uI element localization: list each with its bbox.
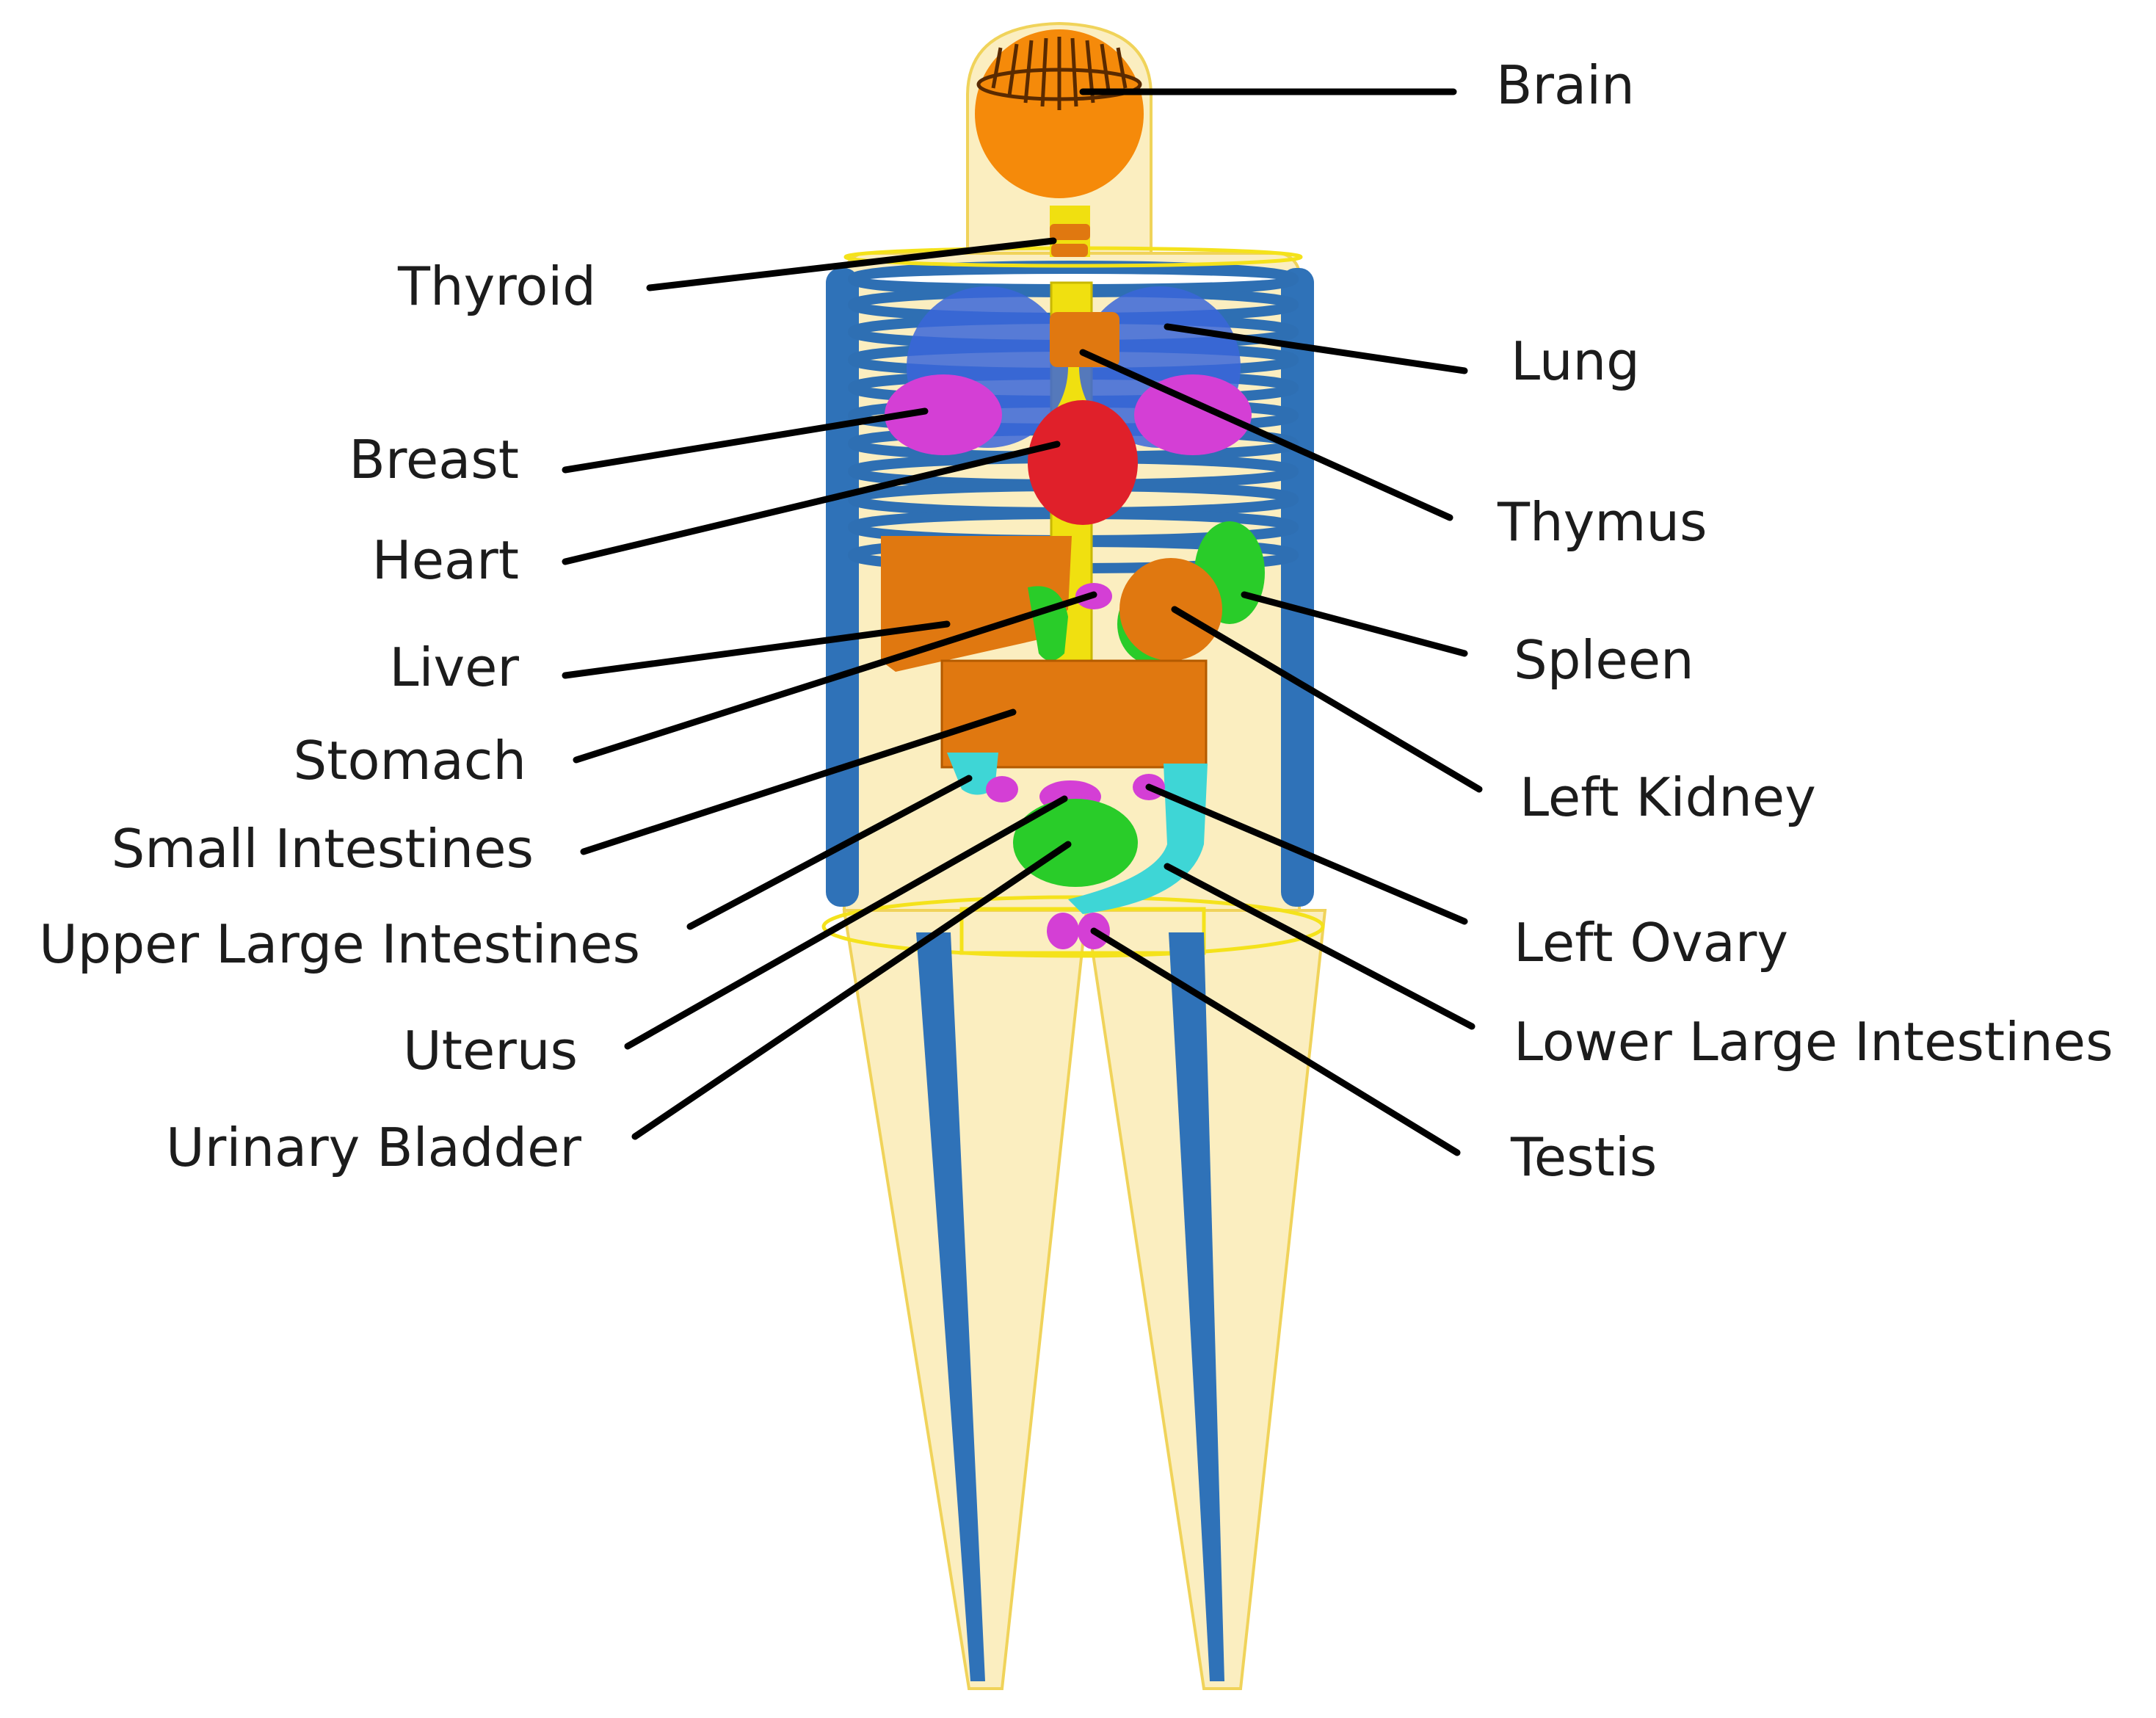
leader-uterus <box>624 795 1068 1050</box>
leader-left-ovary <box>1145 783 1468 925</box>
label-spleen: Spleen <box>1514 629 1694 691</box>
leader-small-intestines <box>580 708 1017 855</box>
label-uterus: Uterus <box>403 1020 578 1081</box>
label-urinary-bladder: Urinary Bladder <box>166 1117 581 1178</box>
leader-thymus <box>1079 349 1453 521</box>
heart-organ <box>1028 400 1138 525</box>
lower-large-intestines-organ <box>1068 764 1208 914</box>
leader-testis <box>1090 927 1461 1156</box>
leader-lung <box>1164 323 1468 374</box>
liver-organ <box>881 536 1072 672</box>
right-arm-bone <box>1281 268 1314 907</box>
leader-lines <box>562 88 1483 1156</box>
label-thyroid: Thyroid <box>398 255 596 317</box>
leader-lower-large-intestines <box>1164 863 1476 1030</box>
label-heart: Heart <box>371 529 519 591</box>
label-small-intestines: Small Intestines <box>111 818 534 880</box>
leader-upper-large-intestines <box>686 775 973 930</box>
leader-urinary-bladder <box>631 841 1072 1140</box>
thyroid-organ <box>1050 224 1090 257</box>
urinary-bladder-organ <box>1013 799 1138 887</box>
label-left-kidney: Left Kidney <box>1520 766 1816 828</box>
leader-breast <box>562 407 929 474</box>
leader-heart <box>562 441 1061 565</box>
leader-left-kidney <box>1171 606 1483 793</box>
label-stomach: Stomach <box>293 730 526 791</box>
label-brain: Brain <box>1496 54 1635 116</box>
organs <box>881 29 1265 949</box>
brain-organ <box>975 29 1144 198</box>
right-breast-organ <box>1134 374 1252 455</box>
left-kidney-organ <box>1119 558 1222 661</box>
left-breast-organ <box>885 374 1002 455</box>
label-lung: Lung <box>1511 330 1640 392</box>
testis-left-organ <box>1047 913 1079 949</box>
thymus-organ <box>1050 312 1119 367</box>
label-upper-large-intestines: Upper Large Intestines <box>39 913 640 975</box>
left-leg-bone <box>916 932 985 1681</box>
leader-liver <box>562 620 951 679</box>
label-left-ovary: Left Ovary <box>1514 912 1788 974</box>
leader-thyroid <box>646 237 1057 291</box>
label-liver: Liver <box>389 637 519 698</box>
label-thymus: Thymus <box>1498 491 1707 553</box>
right-ovary-organ <box>986 776 1018 802</box>
label-testis: Testis <box>1511 1126 1658 1188</box>
leader-stomach <box>573 591 1097 764</box>
small-intestines-organ <box>940 659 1208 769</box>
label-breast: Breast <box>349 429 519 490</box>
label-lower-large-intestines: Lower Large Intestines <box>1514 1011 2113 1073</box>
right-leg-bone <box>1169 932 1224 1681</box>
leader-spleen <box>1241 591 1468 657</box>
